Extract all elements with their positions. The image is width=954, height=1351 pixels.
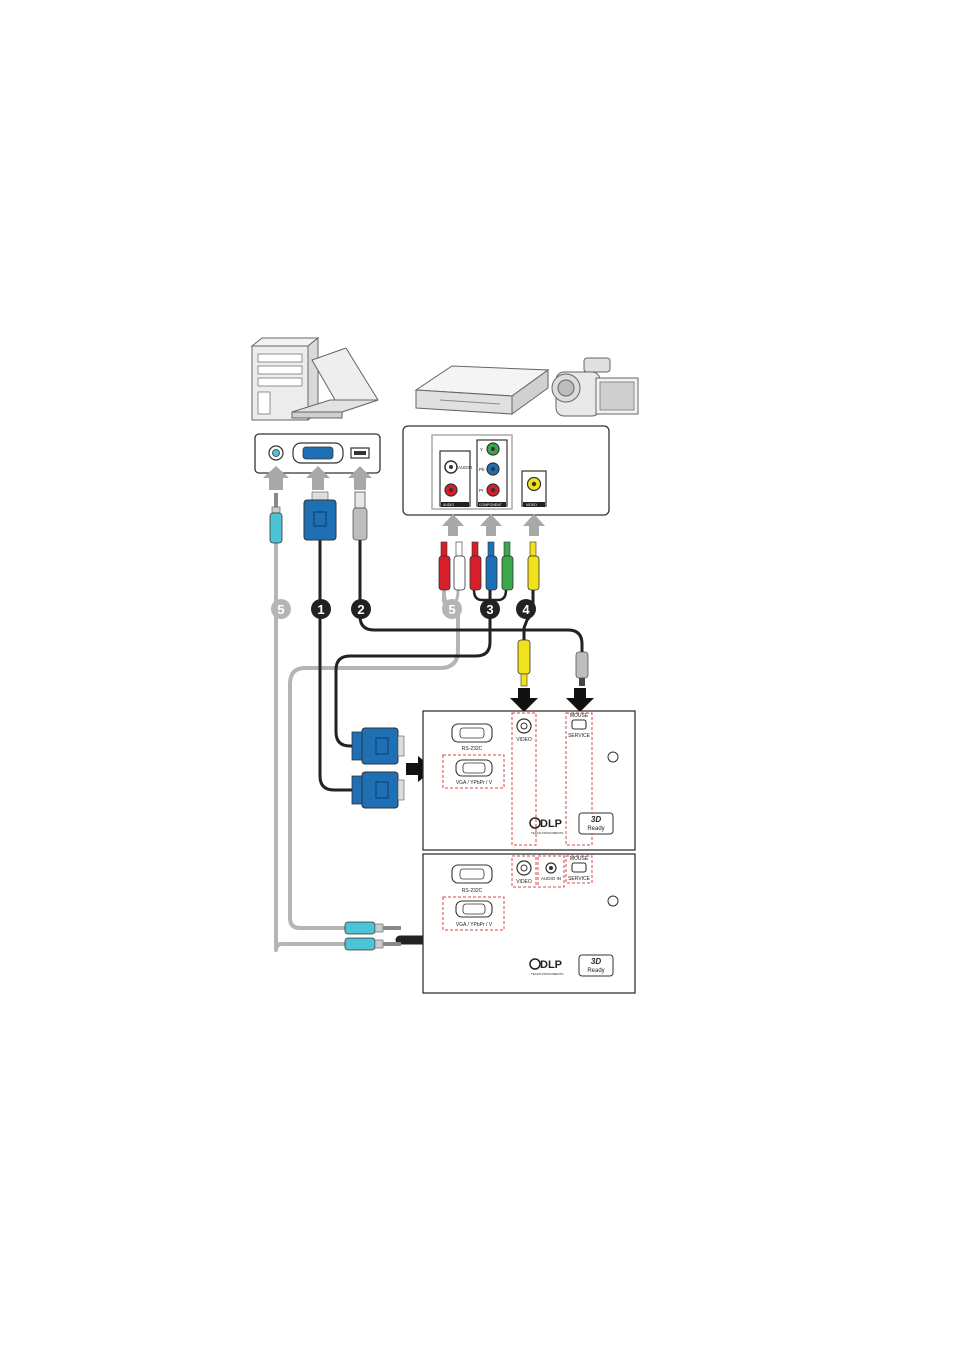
callout-3: 3 — [480, 599, 500, 619]
up-arrow-icon — [263, 466, 289, 490]
service-label: SERVICE — [568, 733, 591, 739]
video-label: VIDEO — [516, 879, 532, 885]
component-panel-label: COMPONENT — [479, 503, 503, 507]
rca-plug-yellow-projector — [517, 639, 531, 687]
svg-text:DLP: DLP — [540, 818, 562, 830]
component-pb-label: Pb — [479, 467, 485, 472]
right-arrow-icon — [406, 756, 434, 782]
audio-small-label: AUDIO — [458, 465, 473, 470]
rca-plug-blue-pb — [485, 541, 498, 591]
video-panel-label: VIDEO — [526, 503, 537, 507]
service-label: SERVICE — [568, 876, 591, 882]
rca-plug-green-y — [501, 541, 514, 591]
audio-cable-5-pc — [274, 541, 347, 952]
callout-4: 4 — [516, 599, 536, 619]
audio-plug-pc — [269, 493, 283, 544]
rca-plug-white-audio — [453, 541, 466, 591]
rs232-label: RS-232C — [462, 746, 483, 752]
dvd-player — [414, 365, 550, 415]
vga-label: VGA / YPbPr / V — [456, 780, 493, 786]
video-label: VIDEO — [516, 737, 532, 743]
audio-in-label: AUDIO IN — [541, 876, 561, 881]
rca-plug-yellow-video — [527, 541, 540, 591]
laptop — [291, 347, 379, 419]
component-pr-label: Pr — [479, 488, 484, 493]
usb-cable-2 — [358, 538, 584, 654]
vga-plug-projector-bottom — [351, 771, 405, 809]
down-arrow-icon — [510, 688, 538, 712]
vga-plug-pc — [303, 491, 337, 541]
3d-ready-logo: 3D Ready — [578, 954, 614, 977]
svg-text:Ready: Ready — [587, 968, 604, 974]
up-arrow-icon — [306, 466, 330, 490]
dlp-logo: DLP TEXAS INSTRUMENTS — [529, 817, 563, 835]
callout-1: 1 — [311, 599, 331, 619]
svg-text:3D: 3D — [591, 815, 601, 824]
mini-usb-port — [571, 862, 587, 873]
mini-usb-port — [571, 719, 587, 730]
svg-text:4: 4 — [522, 602, 530, 617]
svg-text:3D: 3D — [591, 957, 601, 966]
projector-panel-top: RS-232C VGA / YPbPr / V VIDEO MOUSE SERV… — [422, 710, 636, 851]
rca-plug-red-pr — [469, 541, 482, 591]
svg-text:2: 2 — [357, 602, 364, 617]
up-arrow-icon — [523, 514, 545, 536]
up-arrow-icon — [480, 514, 502, 536]
svg-text:Ready: Ready — [587, 826, 604, 832]
svg-text:1: 1 — [317, 602, 324, 617]
mouse-label: MOUSE — [570, 856, 589, 862]
rs232-label: RS-232C — [462, 888, 483, 894]
up-arrow-icon — [348, 466, 372, 490]
svg-text:5: 5 — [448, 602, 455, 617]
svg-text:5: 5 — [277, 602, 284, 617]
gray-arrows — [263, 466, 545, 536]
3d-ready-logo: 3D Ready — [578, 812, 614, 835]
usb-plug-pc — [352, 491, 368, 541]
up-arrow-icon — [442, 514, 464, 536]
mini-usb-plug-projector — [575, 651, 589, 686]
svg-text:3: 3 — [486, 602, 493, 617]
pc-port-panel — [254, 433, 381, 474]
component-cable-3 — [334, 588, 492, 748]
av-port-panel: AUDIO AUDIO Y Pb Pr COMPONENT VIDEO — [402, 425, 610, 516]
callout-2: 2 — [351, 599, 371, 619]
callout-5-pc: 5 — [271, 599, 291, 619]
vga-label: VGA / YPbPr / V — [456, 922, 493, 928]
audio-plug-projector-2 — [344, 937, 401, 951]
dlp-logo: DLP TEXAS INSTRUMENTS — [529, 958, 563, 976]
svg-text:TEXAS INSTRUMENTS: TEXAS INSTRUMENTS — [531, 831, 563, 835]
callout-5-av: 5 — [442, 599, 462, 619]
callouts: 5 1 2 5 3 4 — [271, 599, 536, 619]
pc-tower — [250, 336, 320, 422]
projector-panel-bottom: RS-232C VGA / YPbPr / V VIDEO AUDIO IN M… — [422, 853, 636, 994]
down-arrow-icon — [566, 688, 594, 712]
component-y-label: Y — [480, 447, 483, 452]
audio-plug-projector-1 — [344, 921, 401, 935]
rca-plug-red-audio — [438, 541, 451, 591]
svg-text:TEXAS INSTRUMENTS: TEXAS INSTRUMENTS — [531, 972, 563, 976]
mouse-label: MOUSE — [570, 713, 589, 719]
rca-plugs-top — [438, 541, 540, 591]
vga-plug-projector-top — [351, 727, 405, 765]
svg-text:DLP: DLP — [540, 959, 562, 971]
audio-panel-label: AUDIO — [443, 503, 454, 507]
camcorder — [551, 357, 639, 417]
vga-cable-1 — [318, 538, 354, 792]
black-arrows — [406, 688, 594, 782]
